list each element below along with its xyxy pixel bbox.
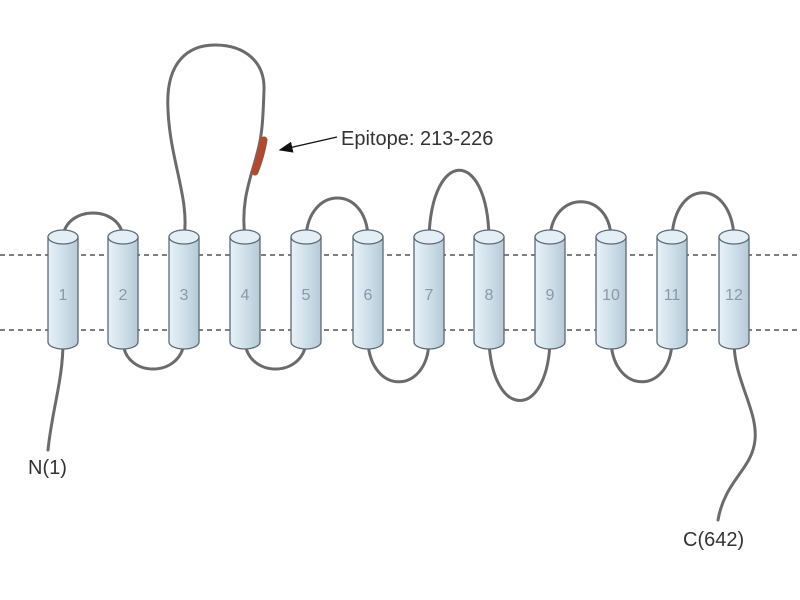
loop-2-3 <box>121 340 186 371</box>
n-terminus-label: N(1) <box>28 457 67 479</box>
helix-7: 7 <box>413 229 445 350</box>
helix-number-label: 9 <box>546 287 555 304</box>
loop-4-5 <box>243 340 308 371</box>
n-terminal-tail <box>46 340 65 452</box>
helix-12: 12 <box>718 229 750 350</box>
helix-5: 5 <box>290 229 322 350</box>
c-terminus-label: C(642) <box>683 529 744 551</box>
helix-10: 10 <box>595 229 627 350</box>
helix-11: 11 <box>656 229 688 350</box>
epitope-segment <box>251 136 268 176</box>
c-terminal-tail <box>716 340 757 522</box>
helix-9: 9 <box>534 229 566 350</box>
epitope-arrow <box>278 136 338 153</box>
helix-number-label: 3 <box>180 287 189 304</box>
loop-3-4 <box>166 43 266 239</box>
helix-number-label: 12 <box>725 287 743 304</box>
epitope-label: Epitope: 213-226 <box>341 128 493 150</box>
helix-number-label: 6 <box>364 287 373 304</box>
helix-number-label: 4 <box>241 287 250 304</box>
loop-7-8 <box>427 168 491 239</box>
loop-5-6 <box>304 196 370 239</box>
loop-10-11 <box>609 340 674 384</box>
helix-number-label: 11 <box>664 287 681 304</box>
helix-number-label: 7 <box>425 287 434 304</box>
loop-8-9 <box>487 340 552 402</box>
helix-number-label: 10 <box>602 287 620 304</box>
helix-number-label: 5 <box>302 287 311 304</box>
helix-6: 6 <box>352 229 384 350</box>
loops <box>46 43 757 522</box>
helix-number-label: 2 <box>119 287 128 304</box>
helix-4: 4 <box>229 229 261 350</box>
loop-11-12 <box>670 191 736 239</box>
loop-6-7 <box>366 340 431 384</box>
helix-1: 1 <box>47 229 79 350</box>
loop-1-2 <box>61 211 125 239</box>
loop-9-10 <box>548 200 613 239</box>
helix-number-label: 1 <box>59 287 68 304</box>
helix-3: 3 <box>168 229 200 350</box>
helix-8: 8 <box>473 229 505 350</box>
helix-2: 2 <box>107 229 139 350</box>
helix-number-label: 8 <box>485 287 494 304</box>
